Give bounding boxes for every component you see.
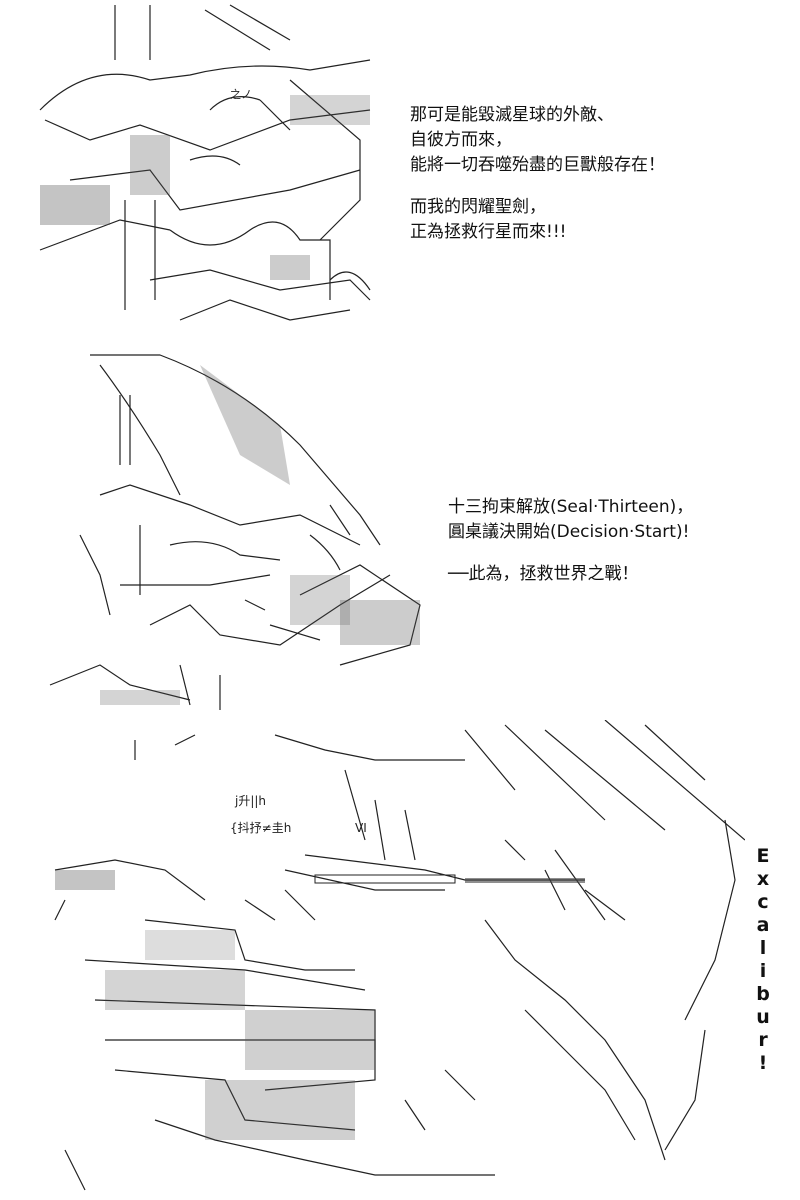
panel-3: j升||h {抖抒≠圭h VI — [0, 720, 800, 1200]
vertical-char: b — [756, 983, 770, 1005]
vertical-char: u — [756, 1006, 770, 1028]
vertical-char: ! — [758, 1052, 768, 1074]
ascii-art-monster: 之ノ — [30, 0, 380, 330]
narration-1: 那可是能毀滅星球的外敵、 自彼方而來， 能將一切吞噬殆盡的巨獸般存在！ 而我的閃… — [410, 103, 665, 245]
narration-line: ──此為，拯救世界之戰！ — [448, 564, 639, 584]
vertical-char: i — [759, 960, 767, 982]
narration-gap — [410, 178, 665, 195]
vertical-char: r — [758, 1029, 768, 1051]
panel-1: 之ノ 那可是能毀滅星球的外敵、 自彼方而來， 能將一切吞噬殆盡的巨獸般存在！ 而… — [0, 0, 800, 340]
excalibur-vertical-text: E x c a l i b u r ! — [748, 845, 778, 1075]
ascii-art-knight — [40, 345, 440, 715]
narration-line: 正為拯救行星而來!!! — [410, 222, 567, 242]
art-label: VI — [355, 821, 367, 835]
art-label: j升||h — [234, 794, 266, 808]
narration-2: 十三拘束解放(Seal·Thirteen)， 圓桌議決開始(Decision·S… — [448, 495, 693, 587]
art-label: 之ノ — [230, 87, 252, 101]
narration-line: 自彼方而來， — [410, 130, 512, 150]
narration-gap — [448, 545, 693, 562]
narration-line: 而我的閃耀聖劍， — [410, 197, 546, 217]
vertical-char: a — [756, 914, 770, 936]
narration-line: 那可是能毀滅星球的外敵、 — [410, 105, 614, 125]
art-label: {抖抒≠圭h — [230, 821, 291, 835]
vertical-char: x — [756, 868, 770, 890]
ascii-art-excalibur-strike: j升||h {抖抒≠圭h VI — [45, 720, 745, 1198]
panel-2: 十三拘束解放(Seal·Thirteen)， 圓桌議決開始(Decision·S… — [0, 340, 800, 720]
vertical-char: E — [756, 845, 770, 867]
narration-line: 十三拘束解放(Seal·Thirteen)， — [448, 497, 694, 517]
vertical-char: c — [757, 891, 769, 913]
vertical-char: l — [759, 937, 767, 959]
narration-line: 能將一切吞噬殆盡的巨獸般存在！ — [410, 155, 665, 175]
narration-line: 圓桌議決開始(Decision·Start)! — [448, 522, 690, 542]
